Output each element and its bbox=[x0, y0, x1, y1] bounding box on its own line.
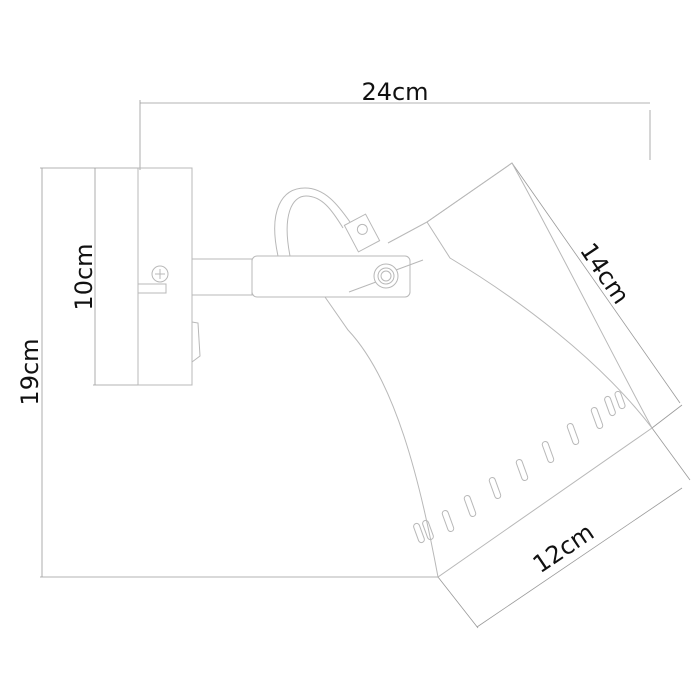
dimension-width: 24cm bbox=[139, 78, 651, 170]
wall-plate bbox=[137, 167, 201, 386]
vent-slot bbox=[463, 494, 477, 518]
arm bbox=[191, 187, 424, 298]
pivot-knob bbox=[348, 259, 424, 293]
vent-slot bbox=[441, 509, 455, 533]
vent-slot bbox=[422, 519, 434, 541]
height-label: 19cm bbox=[16, 338, 44, 405]
base-height-label: 10cm bbox=[70, 243, 98, 310]
vent-slot bbox=[488, 476, 502, 500]
vent-slot bbox=[515, 458, 529, 482]
dimension-base-height: 10cm bbox=[70, 168, 138, 386]
dimension-shade-length: 14cm bbox=[426, 162, 683, 429]
vent-slot bbox=[590, 406, 604, 430]
shade-length-label: 14cm bbox=[574, 238, 635, 309]
cord-clip bbox=[343, 213, 381, 253]
vent-slot bbox=[604, 395, 616, 417]
vent-slot bbox=[614, 390, 626, 410]
shade-diameter-label: 12cm bbox=[528, 518, 599, 579]
vent-slot bbox=[541, 440, 555, 464]
vent-slot bbox=[413, 522, 425, 544]
dimension-height: 19cm bbox=[16, 167, 438, 578]
lamp-shade bbox=[324, 162, 653, 578]
width-label: 24cm bbox=[361, 78, 428, 106]
screw-icon bbox=[151, 265, 169, 283]
cord bbox=[274, 187, 351, 257]
vent-slots bbox=[413, 390, 626, 544]
dimension-shade-diameter: 12cm bbox=[437, 427, 691, 629]
vent-slot bbox=[566, 422, 580, 446]
switch bbox=[191, 321, 201, 363]
